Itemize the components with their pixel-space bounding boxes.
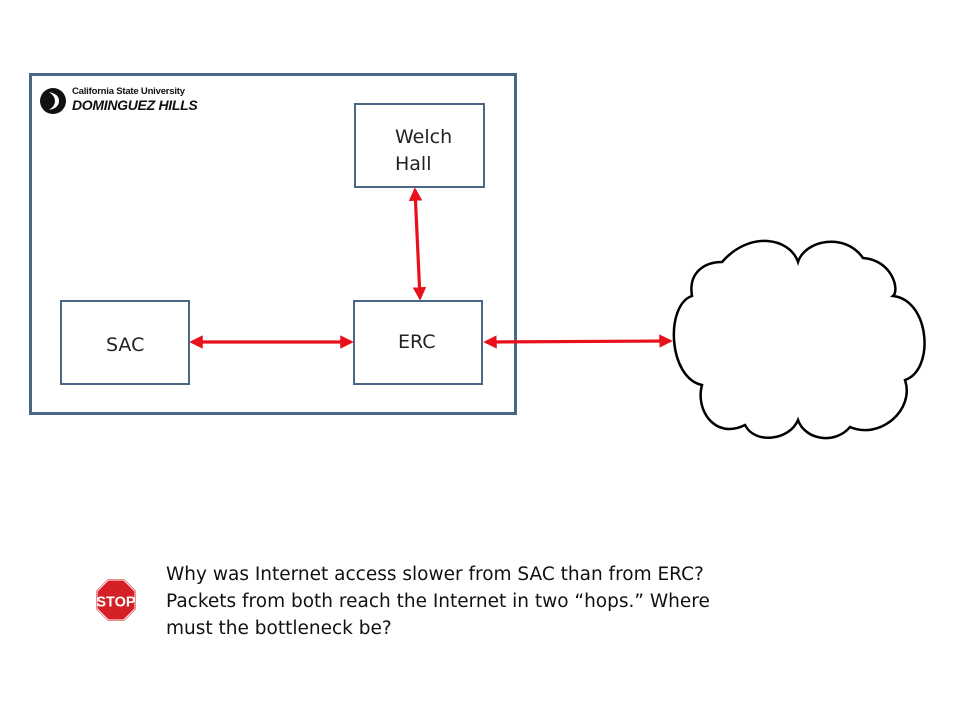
node-welch-hall: Welch Hall — [354, 103, 485, 188]
question-line: Why was Internet access slower from SAC … — [166, 564, 704, 585]
stop-sign-icon: STOP — [94, 577, 138, 623]
cloud-icon — [672, 239, 926, 440]
campus-boundary — [29, 73, 517, 415]
node-sac: SAC — [60, 300, 190, 385]
node-erc: ERC — [353, 300, 483, 385]
csudh-logo-icon — [40, 88, 66, 114]
logo-university-name: California State University — [72, 86, 185, 97]
question-text: Why was Internet access slower from SAC … — [166, 561, 786, 642]
question-line: must the bottleneck be? — [166, 618, 392, 639]
node-label: ERC — [398, 331, 436, 353]
node-label: Welch Hall — [395, 126, 453, 175]
node-label: SAC — [106, 334, 145, 356]
question-line: Packets from both reach the Internet in … — [166, 591, 710, 612]
stop-sign-text: STOP — [96, 595, 136, 611]
link-welch-erc — [408, 187, 427, 301]
link-erc-internet — [483, 334, 673, 349]
logo-campus-name: DOMINGUEZ HILLS — [72, 97, 198, 113]
university-logo: California State University DOMINGUEZ HI… — [39, 84, 199, 118]
